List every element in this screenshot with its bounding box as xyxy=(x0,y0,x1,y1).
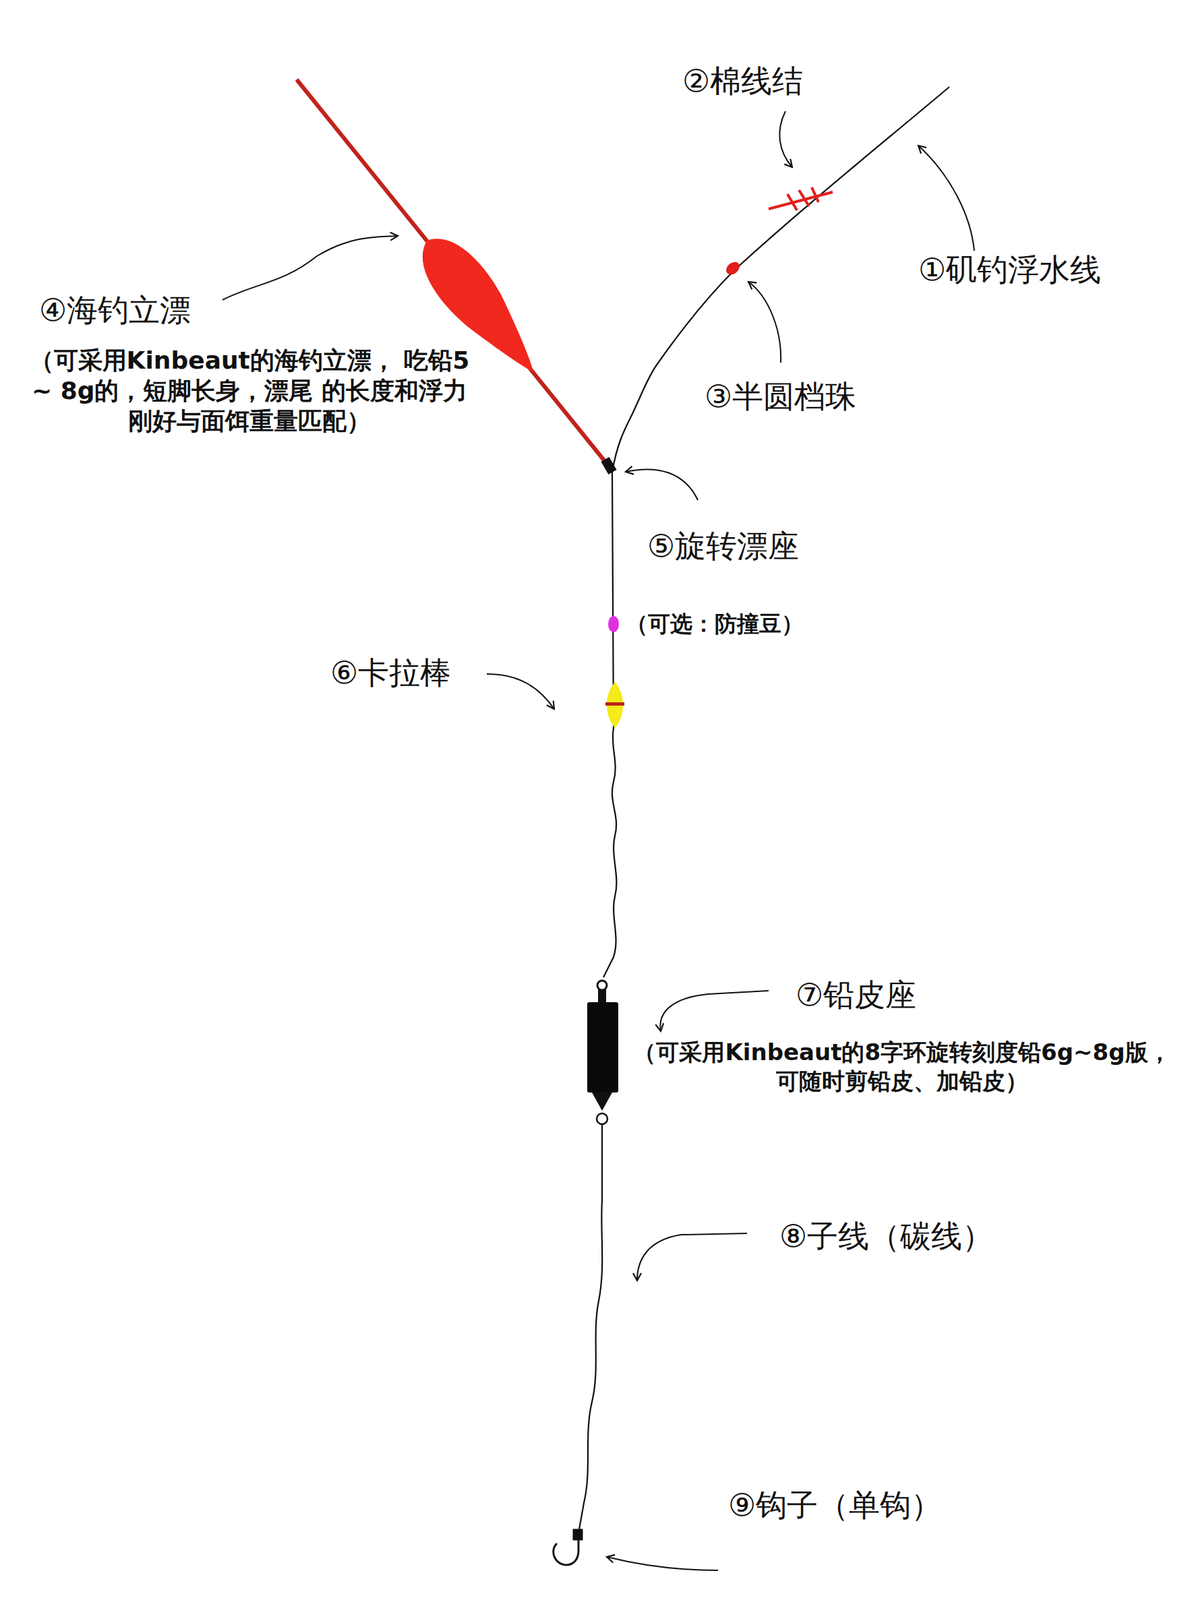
note-text: （可采用Kinbeaut的8字环旋转刻度铅6g~8g版， 可随时剪铅皮、加铅皮） xyxy=(618,1038,1186,1096)
callout-label: ⑦铅皮座 xyxy=(795,976,917,1016)
callout-label: ①矶钓浮水线 xyxy=(918,250,1102,290)
cotton-knot xyxy=(768,187,833,211)
callout-label: ⑧子线（碳线） xyxy=(779,1217,994,1257)
main-line xyxy=(612,86,950,472)
callout-arrows xyxy=(222,111,975,1571)
callout-label: ③半圆档珠 xyxy=(704,377,857,417)
callout-label: （可选：防撞豆） xyxy=(625,610,804,638)
leader-line xyxy=(578,1124,603,1534)
callout-label: ④海钓立漂 xyxy=(39,291,191,331)
bumper-bead xyxy=(608,616,619,633)
callout-label: ⑨钩子（单钩） xyxy=(728,1486,942,1526)
sinker-seat xyxy=(587,980,619,1125)
callout-label: ⑤旋转漂座 xyxy=(647,527,799,567)
float-stem xyxy=(296,79,607,464)
callout-label: ②棉线结 xyxy=(682,62,803,102)
karabo-stick xyxy=(605,682,625,729)
note-text: （可采用Kinbeaut的海钓立漂， 吃铅5 ~ 8g的，短脚长身，漂尾 的长度… xyxy=(26,345,472,437)
stopper-bead xyxy=(723,259,742,278)
callout-label: ⑥卡拉棒 xyxy=(330,653,452,694)
hook xyxy=(553,1530,582,1566)
